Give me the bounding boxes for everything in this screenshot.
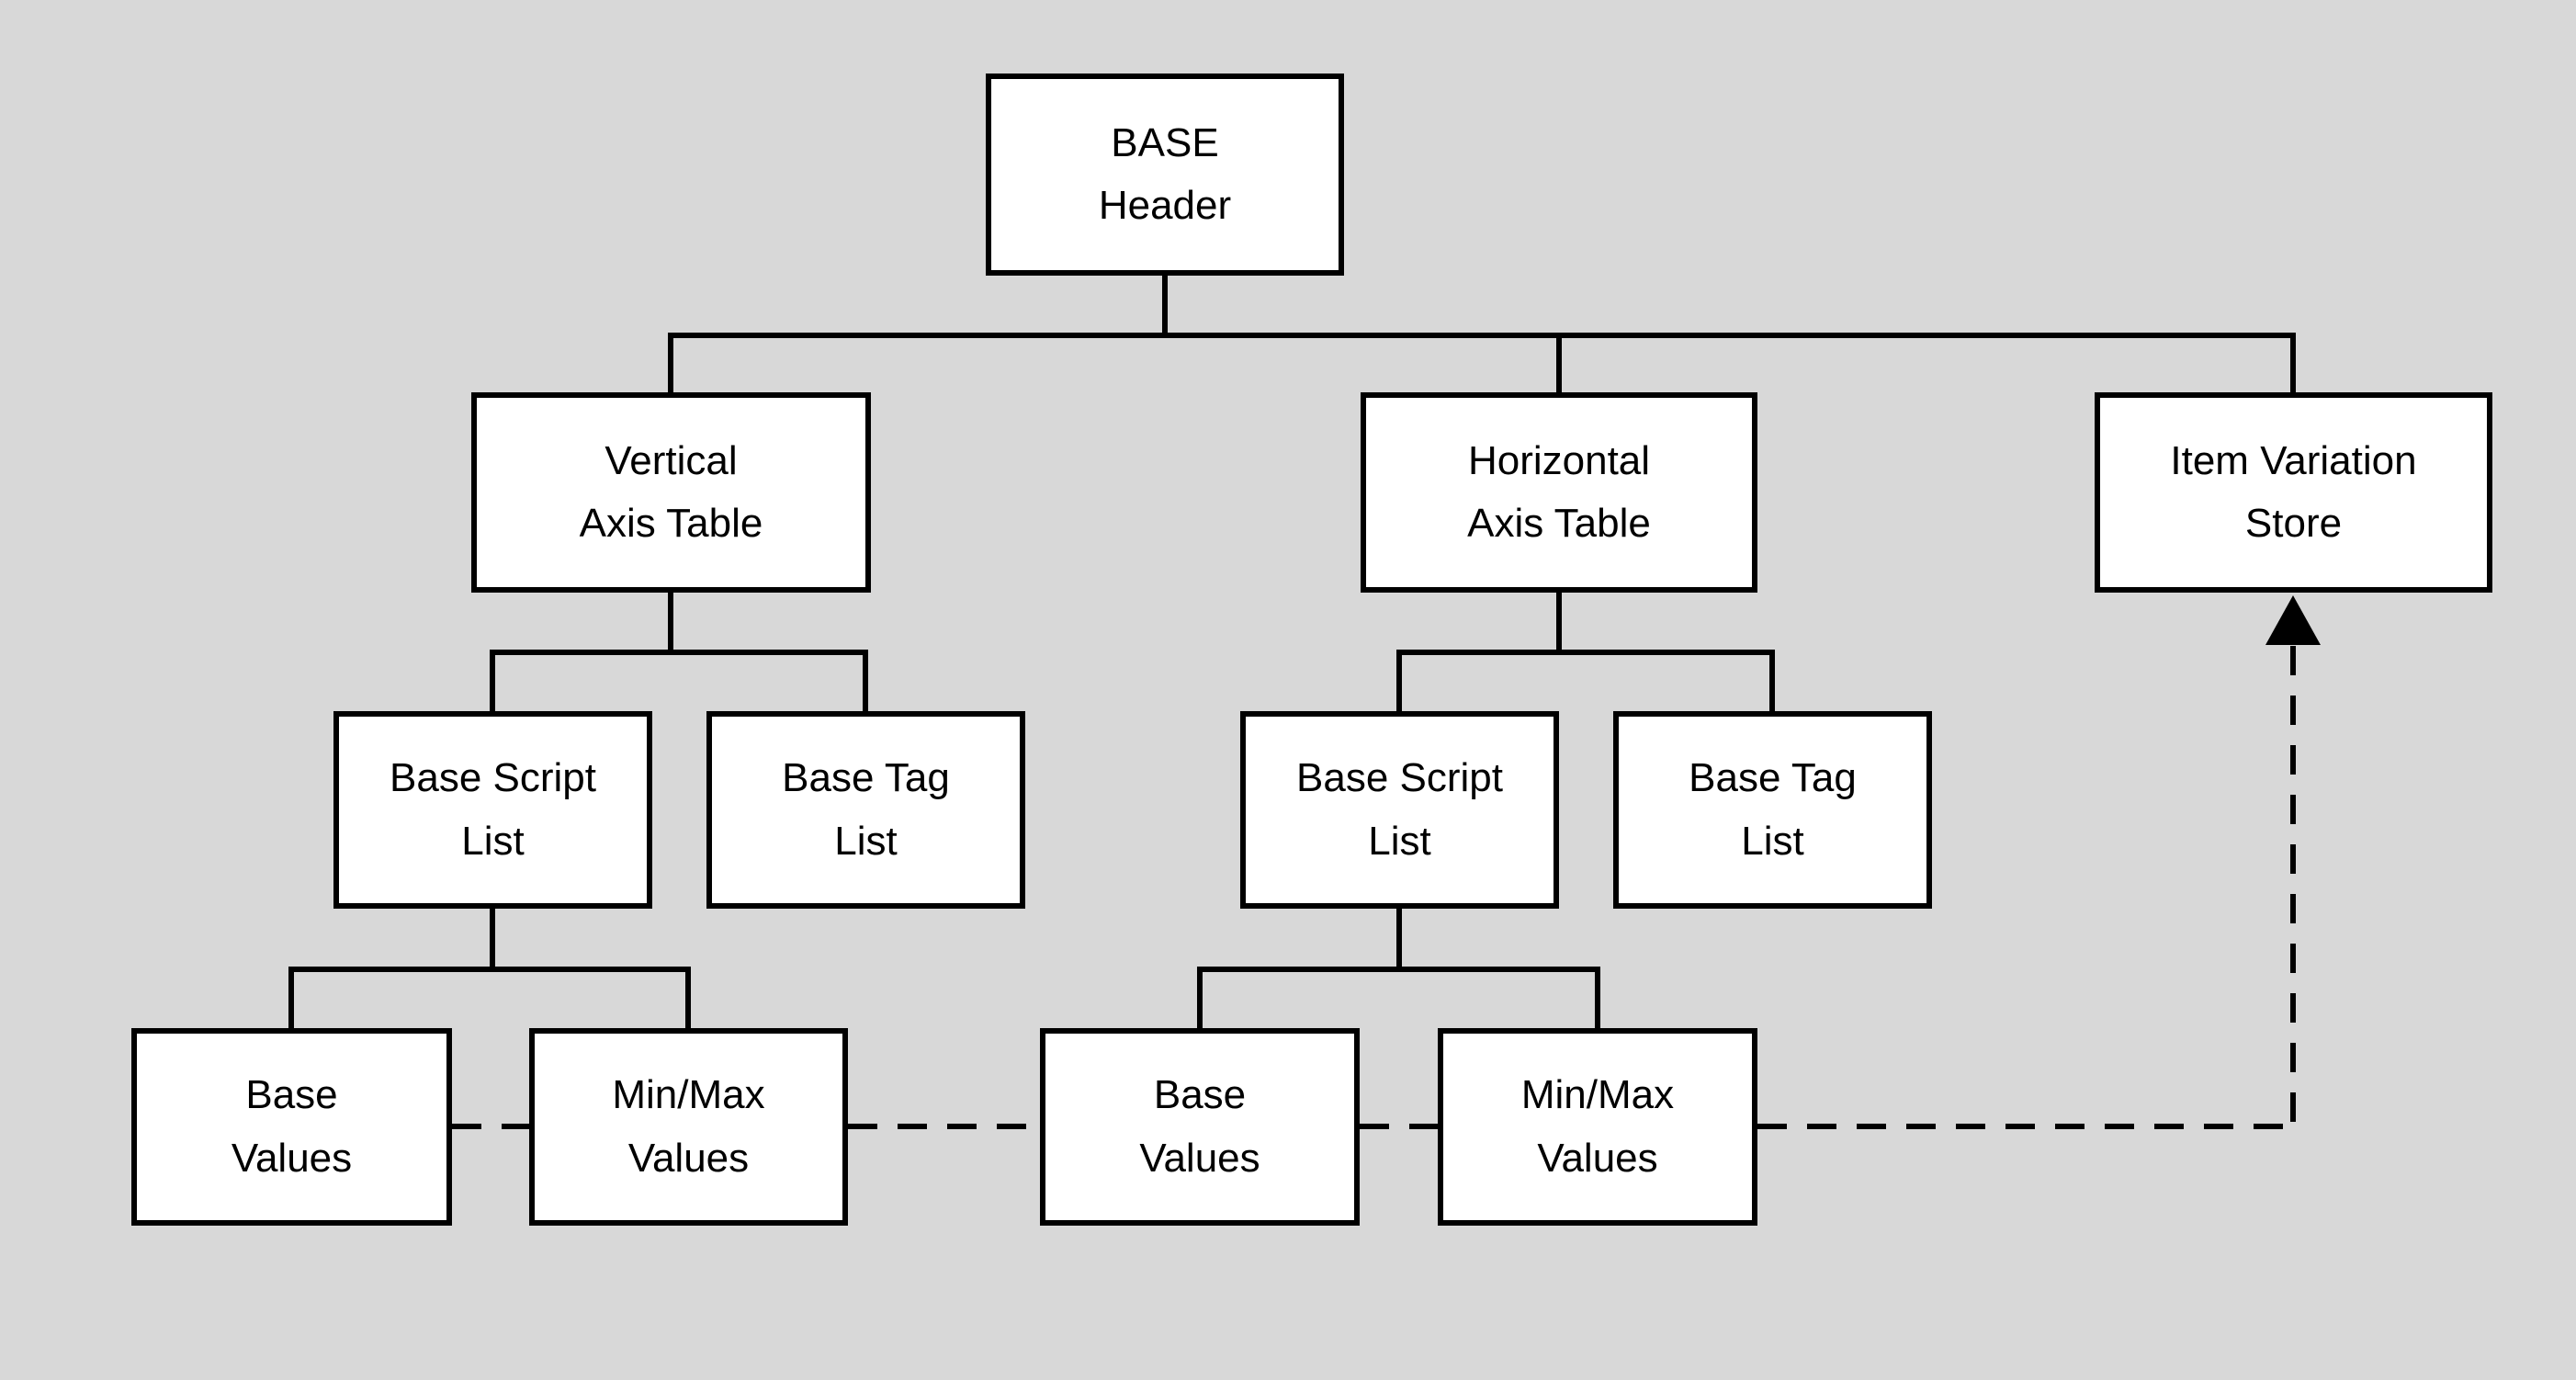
connector-drop-item-variation [2290, 333, 2296, 392]
connector-level2-left-rail [490, 650, 868, 655]
node-label-line: Values [627, 1135, 750, 1181]
node-label-line: Min/Max [612, 1072, 765, 1118]
connector-drop-bsl-right [1396, 650, 1402, 711]
node-label-line: Values [1139, 1135, 1260, 1181]
connector-drop-bv-left [288, 967, 294, 1028]
connector-bsl-right-stem [1396, 909, 1402, 969]
dashed-link-mm-left-to-bv-right [848, 1124, 1040, 1129]
connector-level3-right-rail [1197, 967, 1600, 972]
node-label-line: Base Tag [782, 755, 950, 801]
node-label-line: Item Variation [2170, 437, 2417, 483]
connector-horizontal-axis-stem [1556, 593, 1562, 652]
node-base-script-list-left: Base Script List [333, 711, 652, 909]
node-base-tag-list-left: Base Tag List [706, 711, 1025, 909]
connector-bsl-left-stem [490, 909, 495, 969]
node-label-line: Base Script [1296, 755, 1503, 801]
connector-level2-right-rail [1396, 650, 1775, 655]
node-label-line: List [1368, 818, 1431, 864]
connector-drop-bv-right [1197, 967, 1203, 1028]
connector-drop-mm-right [1595, 967, 1600, 1028]
dashed-link-mm-right-to-store [1757, 1124, 2296, 1129]
node-base-header: BASE Header [986, 74, 1344, 276]
node-label-line: Base Tag [1689, 755, 1857, 801]
node-label-line: Axis Table [579, 501, 763, 546]
connector-drop-btl-left [863, 650, 868, 711]
node-item-variation-store: Item Variation Store [2095, 392, 2492, 593]
dashed-link-bv-left-to-mm-left [452, 1124, 529, 1129]
node-label-line: List [461, 818, 525, 864]
node-label-line: List [834, 818, 898, 864]
node-base-tag-list-right: Base Tag List [1613, 711, 1932, 909]
node-vertical-axis-table: Vertical Axis Table [471, 392, 871, 593]
node-base-values-left: Base Values [131, 1028, 452, 1226]
node-label-line: Header [1098, 183, 1232, 228]
node-label-line: Base [245, 1072, 338, 1118]
node-label-line: Store [2244, 501, 2343, 546]
node-minmax-values-right: Min/Max Values [1438, 1028, 1757, 1226]
connector-level1-rail [668, 333, 2296, 338]
node-base-values-right: Base Values [1040, 1028, 1360, 1226]
connector-drop-bsl-left [490, 650, 495, 711]
node-label-line: Values [231, 1135, 353, 1181]
connector-level3-left-rail [288, 967, 691, 972]
node-label-line: List [1741, 818, 1804, 864]
dashed-riser-to-store [2290, 646, 2296, 1129]
connector-drop-mm-left [685, 967, 691, 1028]
connector-drop-btl-right [1769, 650, 1775, 711]
node-label-line: Min/Max [1520, 1072, 1675, 1118]
node-minmax-values-left: Min/Max Values [529, 1028, 848, 1226]
node-label-line: BASE [1111, 119, 1219, 165]
node-label-line: Horizontal [1467, 437, 1651, 483]
node-base-script-list-right: Base Script List [1240, 711, 1559, 909]
connector-drop-horizontal-axis [1556, 333, 1562, 392]
node-horizontal-axis-table: Horizontal Axis Table [1361, 392, 1757, 593]
node-label-line: Axis Table [1467, 501, 1651, 546]
arrowhead-up-icon [2265, 595, 2321, 645]
dashed-link-bv-right-to-mm-right [1360, 1124, 1438, 1129]
connector-vertical-axis-stem [668, 593, 673, 652]
node-label-line: Base Script [390, 755, 596, 801]
node-label-line: Values [1537, 1135, 1658, 1181]
connector-header-stem [1162, 276, 1168, 338]
node-label-line: Base [1153, 1072, 1247, 1118]
node-label-line: Vertical [604, 437, 738, 483]
connector-drop-vertical-axis [668, 333, 673, 392]
